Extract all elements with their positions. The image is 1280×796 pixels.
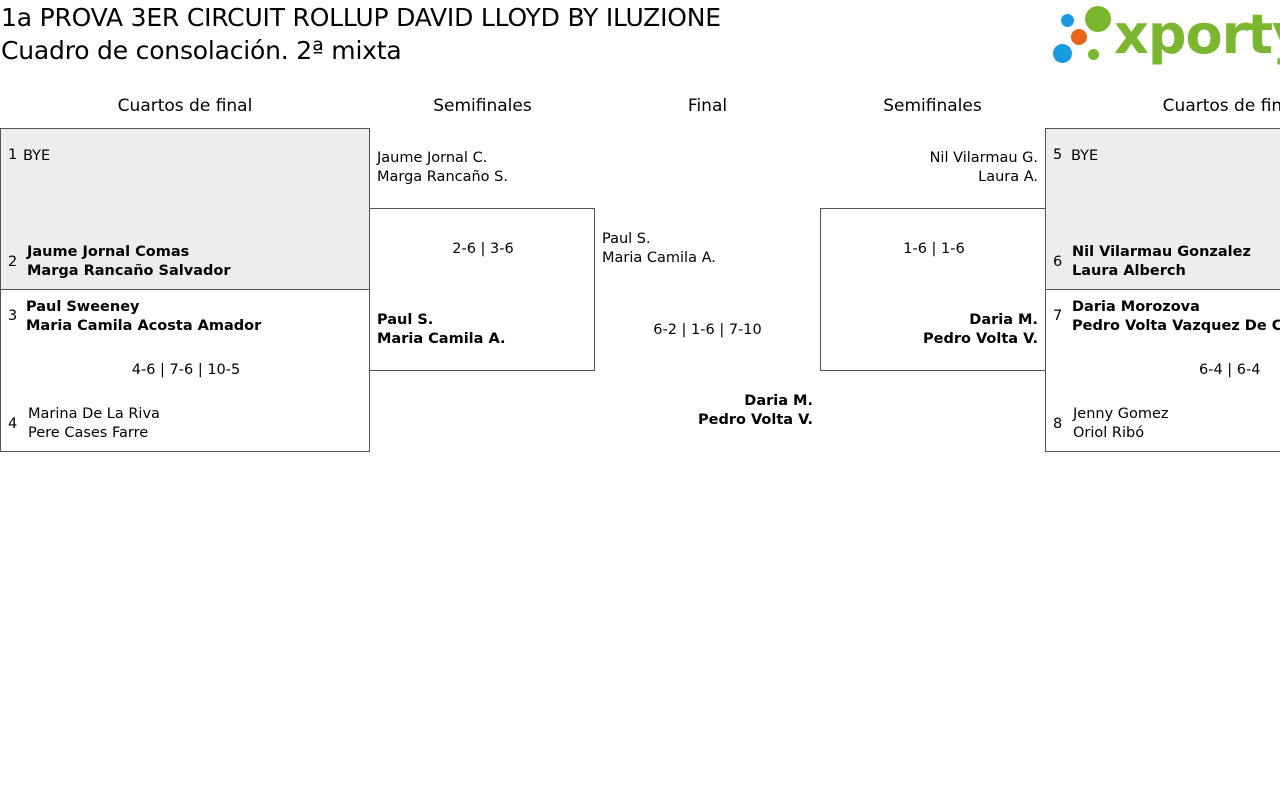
player-name: Paul Sweeney (26, 299, 140, 315)
logo-dot-green (1085, 6, 1111, 32)
player-name: Paul S. (377, 312, 434, 328)
sf-left-match: 2-6 | 3-6 Paul S. Maria Camila A. (369, 208, 595, 371)
seed-number: 4 (8, 416, 18, 432)
player-name: Nil Vilarmau G. (929, 150, 1038, 166)
round-header-final: Final (687, 96, 728, 116)
seed-number: 7 (1053, 308, 1063, 324)
match-score: 1-6 | 1-6 (903, 241, 965, 257)
seed-number: 1 (8, 147, 18, 163)
logo-text: xporty (1114, 3, 1280, 66)
round-header-sf-left: Semifinales (433, 96, 532, 116)
logo-dot-orange (1071, 29, 1087, 45)
seed-number: 5 (1053, 147, 1063, 163)
player-name: Paul S. (602, 231, 651, 247)
sf-right-match: 1-6 | 1-6 Daria M. Pedro Volta V. (820, 208, 1046, 371)
logo-dot-blue-small (1061, 14, 1074, 27)
seed-number: 6 (1053, 254, 1063, 270)
round-header-qf-right: Cuartos de final (1162, 96, 1280, 116)
champion-name: Pedro Volta V. (698, 412, 813, 428)
player-name: Jaume Jornal Comas (27, 244, 190, 260)
player-name: Maria Camila A. (377, 331, 506, 347)
qf-right-match-1: 5 BYE 6 Nil Vilarmau Gonzalez Laura Albe… (1045, 128, 1280, 290)
player-name: Oriol Ribó (1073, 425, 1145, 441)
match-score: 2-6 | 3-6 (452, 241, 514, 257)
player-name: Daria Morozova (1072, 299, 1200, 315)
logo-dot-blue (1053, 44, 1072, 63)
player-name: Pedro Volta Vazquez De Castro (1072, 318, 1280, 334)
player-name: Jaume Jornal C. (377, 150, 488, 166)
player-name: Laura A. (978, 169, 1038, 185)
seed-number: 3 (8, 308, 18, 324)
bye-label: BYE (1071, 148, 1099, 164)
player-name: Daria M. (969, 312, 1038, 328)
final-score: 6-2 | 1-6 | 7-10 (653, 322, 762, 338)
player-name: Laura Alberch (1072, 263, 1186, 279)
qf-right-match-2: 7 Daria Morozova Pedro Volta Vazquez De … (1045, 289, 1280, 452)
player-name: Nil Vilarmau Gonzalez (1072, 244, 1251, 260)
player-name: Marga Rancaño Salvador (27, 263, 231, 279)
xporty-logo: xporty (1052, 4, 1280, 66)
logo-dot-green-small (1088, 49, 1099, 60)
qf-left-match-1: 1 BYE 2 Jaume Jornal Comas Marga Rancaño… (0, 128, 370, 290)
player-name: Jenny Gomez (1073, 406, 1169, 422)
round-header-sf-right: Semifinales (883, 96, 982, 116)
page-subtitle: Cuadro de consolación. 2ª mixta (1, 36, 402, 65)
match-score: 4-6 | 7-6 | 10-5 (131, 362, 241, 378)
page-title: 1a PROVA 3ER CIRCUIT ROLLUP DAVID LLOYD … (1, 3, 721, 32)
match-score: 6-4 | 6-4 (1199, 362, 1261, 378)
player-name: Maria Camila Acosta Amador (26, 318, 262, 334)
player-name: Pedro Volta V. (923, 331, 1038, 347)
player-name: Marina De La Riva (28, 406, 160, 422)
bye-label: BYE (23, 148, 51, 164)
seed-number: 8 (1053, 416, 1063, 432)
qf-left-match-2: 3 Paul Sweeney Maria Camila Acosta Amado… (0, 289, 370, 452)
seed-number: 2 (8, 254, 18, 270)
player-name: Pere Cases Farre (28, 425, 149, 441)
champion-name: Daria M. (744, 393, 813, 409)
round-header-qf-left: Cuartos de final (117, 96, 253, 116)
player-name: Maria Camila A. (602, 250, 716, 266)
player-name: Marga Rancaño S. (377, 169, 508, 185)
